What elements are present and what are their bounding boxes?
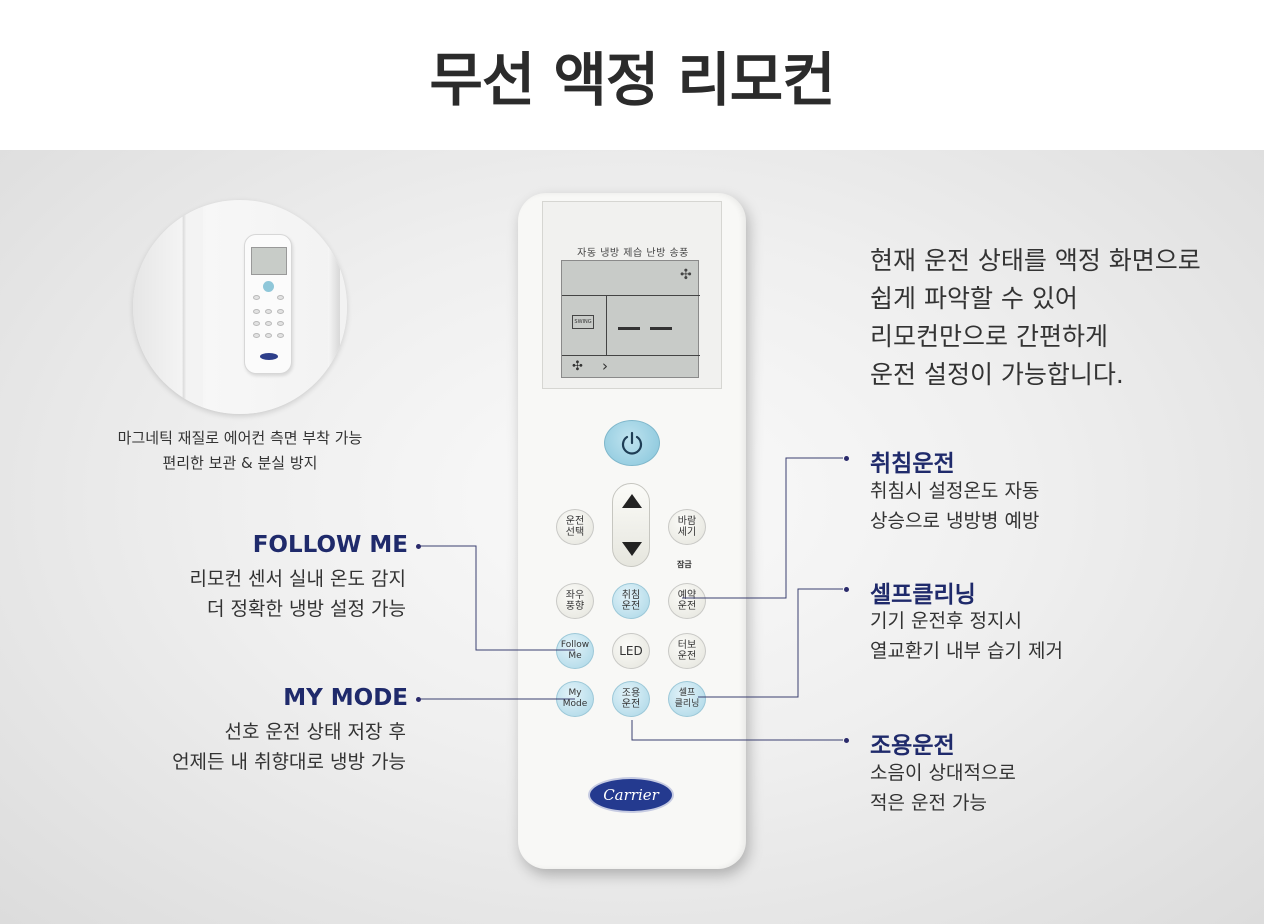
fan-speed-button[interactable]: 바람 세기	[668, 509, 706, 545]
aircon-edge	[328, 200, 340, 414]
fan-speed-icon: ✣	[572, 359, 583, 374]
remote-control: 자동 냉방 제습 난방 송풍 SWING ✣ ✣ › 운전 선택 바람 세기 잠…	[518, 193, 746, 869]
follow-me-button[interactable]: Follow Me	[556, 633, 594, 669]
page-title: 무선 액정 리모컨	[429, 46, 836, 114]
feature-self-clean-text: 기기 운전후 정지시 열교환기 내부 습기 제거	[870, 610, 1063, 662]
feature-follow-me-text: 리모컨 센서 실내 온도 감지 더 정확한 냉방 설정 가능	[189, 568, 406, 620]
mode-button[interactable]: 운전 선택	[556, 509, 594, 545]
mini-remote-image	[244, 234, 292, 374]
lock-label: 잠금	[677, 560, 692, 569]
power-icon	[621, 431, 643, 455]
swing-button[interactable]: 좌우 풍향	[556, 583, 594, 619]
power-button[interactable]	[604, 420, 660, 466]
feature-follow-me-title: FOLLOW ME	[252, 532, 408, 558]
swing-icon: SWING	[572, 315, 594, 329]
led-button[interactable]: LED	[612, 633, 650, 669]
fan-icon: ✣	[680, 267, 692, 283]
wall-edge	[133, 200, 203, 414]
feature-sleep-title: 취침운전	[870, 451, 955, 477]
chevron-right-icon: ›	[602, 357, 608, 375]
arrow-up-icon[interactable]	[622, 494, 642, 508]
feature-silent-title: 조용운전	[870, 733, 955, 759]
temp-dash	[618, 327, 640, 330]
feature-sleep-text: 취침시 설정온도 자동 상승으로 냉방병 예방	[870, 480, 1040, 532]
feature-silent-text: 소음이 상대적으로 적은 운전 가능	[870, 762, 1016, 814]
lcd-screen: SWING ✣ ✣ ›	[561, 260, 700, 378]
lcd-description: 현재 운전 상태를 액정 화면으로 쉽게 파악할 수 있어 리모컨만으로 간편하…	[870, 246, 1201, 389]
lcd-mode-labels: 자동 냉방 제습 난방 송풍	[577, 248, 689, 259]
photo-caption: 마그네틱 재질로 에어컨 측면 부착 가능 편리한 보관 & 분실 방지	[117, 429, 363, 472]
arrow-down-icon[interactable]	[622, 542, 642, 556]
mounted-remote-photo	[133, 200, 347, 414]
self-clean-button[interactable]: 셀프 클리닝	[668, 681, 706, 717]
temperature-rocker[interactable]	[612, 483, 650, 567]
feature-my-mode-title: MY MODE	[283, 685, 408, 711]
feature-self-clean-title: 셀프클리닝	[870, 582, 976, 608]
silent-button[interactable]: 조용 운전	[612, 681, 650, 717]
temp-dash	[650, 327, 672, 330]
sleep-button[interactable]: 취침 운전	[612, 583, 650, 619]
lcd-window: 자동 냉방 제습 난방 송풍 SWING ✣ ✣ ›	[542, 201, 722, 389]
brand-logo: Carrier	[588, 777, 674, 813]
turbo-button[interactable]: 터보 운전	[668, 633, 706, 669]
timer-button[interactable]: 예약 운전	[668, 583, 706, 619]
feature-my-mode-text: 선호 운전 상태 저장 후 언제든 내 취향대로 냉방 가능	[172, 721, 406, 773]
